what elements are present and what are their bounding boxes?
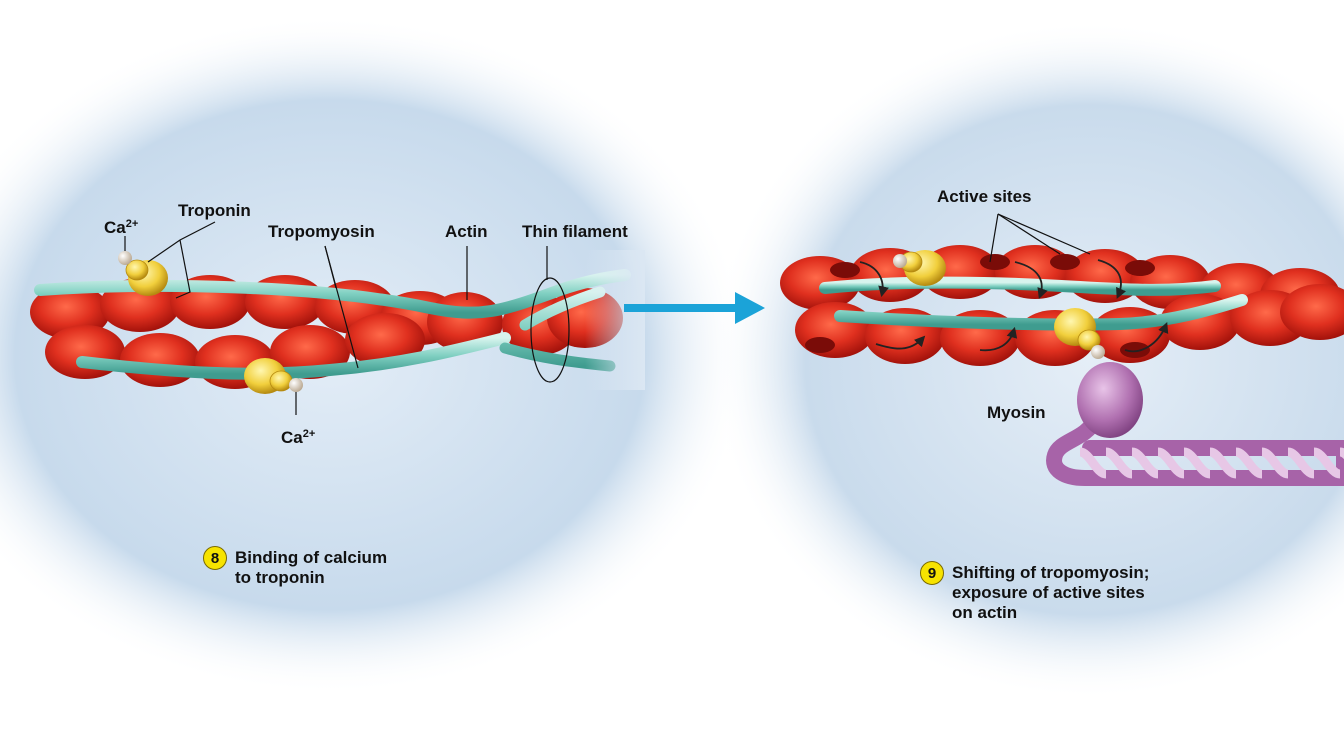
calcium-label-lower-left: Ca2+ <box>281 424 315 448</box>
step-8-caption: 8 Binding of calcium to troponin <box>203 548 387 588</box>
step-9-caption: 9 Shifting of tropomyosin; exposure of a… <box>920 563 1149 623</box>
step-9-line-2: exposure of active sites <box>952 583 1149 603</box>
step-number-badge: 8 <box>203 546 227 570</box>
active-site <box>980 254 1010 270</box>
left-calcium-ion-lower <box>289 378 303 392</box>
step-9-line-1: Shifting of tropomyosin; <box>952 563 1149 583</box>
right-calcium-ion-upper <box>893 254 907 268</box>
active-sites-label: Active sites <box>937 187 1032 207</box>
step-9-line-3: on actin <box>952 603 1149 623</box>
actin-monomer <box>795 302 875 358</box>
active-site <box>1125 260 1155 276</box>
step-number-badge: 9 <box>920 561 944 585</box>
right-calcium-ion-lower <box>1091 345 1105 359</box>
step-9-text: Shifting of tropomyosin; exposure of act… <box>952 563 1149 623</box>
myosin-label: Myosin <box>987 403 1046 423</box>
troponin-label: Troponin <box>178 201 251 221</box>
thin-filament-label: Thin filament <box>522 222 628 242</box>
active-site <box>1120 342 1150 358</box>
step-8-text: Binding of calcium to troponin <box>235 548 387 588</box>
left-calcium-ion-upper <box>118 251 132 265</box>
active-site <box>1050 254 1080 270</box>
active-site <box>830 262 860 278</box>
step-8-line-2: to troponin <box>235 568 387 588</box>
tropomyosin-label: Tropomyosin <box>268 222 375 242</box>
actin-label: Actin <box>445 222 488 242</box>
active-site <box>805 337 835 353</box>
calcium-label-upper-left: Ca2+ <box>104 214 138 238</box>
left-filament-fade <box>585 250 645 390</box>
step-8-line-1: Binding of calcium <box>235 548 387 568</box>
actin-monomer <box>120 333 200 387</box>
